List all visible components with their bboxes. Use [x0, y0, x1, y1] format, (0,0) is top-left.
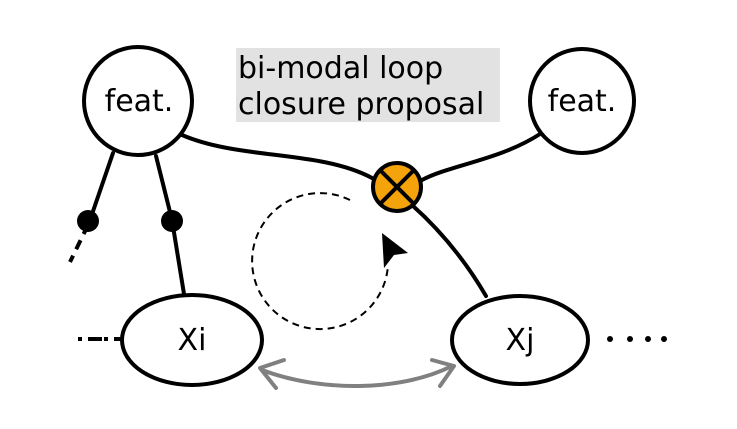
caption-line-2: closure proposal: [238, 87, 484, 122]
edge-feature-left-to-dot-b: [154, 154, 174, 222]
feature-node-left-label: feat.: [105, 84, 174, 119]
pose-node-xj-shape: [450, 294, 590, 386]
bidirectional-arrow: [258, 358, 456, 390]
feature-node-left: feat.: [82, 45, 194, 157]
arrow-head-right: [430, 358, 456, 388]
arrow-curve: [260, 364, 454, 389]
chain-dot: [661, 336, 667, 342]
feature-node-right-label: feat.: [548, 84, 617, 119]
pose-node-xi-label: Xi: [178, 323, 207, 358]
edge-feature-right-to-factor: [420, 132, 542, 182]
pose-node-xi-shape: [120, 293, 264, 387]
edge-chain-right-of-xj: [607, 336, 667, 342]
circled-x-icon: [371, 161, 423, 213]
caption-background: [236, 48, 500, 122]
feature-node-left-shape: [82, 45, 194, 157]
feature-node-right-shape: [528, 47, 636, 155]
chain-dot: [607, 336, 613, 342]
factor-cross: [379, 169, 415, 205]
loop-circle-dashed: [251, 192, 389, 331]
pose-node-xi: Xi: [120, 293, 264, 387]
caption-line-1: bi-modal loop: [238, 51, 443, 86]
edge-dot-b-to-xi: [170, 218, 186, 296]
arrow-head-left: [258, 358, 286, 390]
edge-factor-to-xj: [410, 203, 488, 298]
chain-dot: [627, 336, 633, 342]
mouse-pointer-icon: [382, 233, 408, 268]
pose-node-xj: Xj: [450, 294, 590, 386]
edges: [88, 132, 542, 298]
feature-node-right: feat.: [528, 47, 636, 155]
factor-dot-center: [161, 210, 183, 232]
edge-feature-left-to-dot-a: [88, 151, 115, 222]
caption-box: bi-modal loop closure proposal: [236, 48, 500, 122]
factor-dot-left: [77, 210, 99, 232]
pose-node-xj-label: Xj: [506, 323, 535, 358]
edge-feature-left-to-factor: [180, 133, 374, 180]
chain-dot: [645, 336, 651, 342]
